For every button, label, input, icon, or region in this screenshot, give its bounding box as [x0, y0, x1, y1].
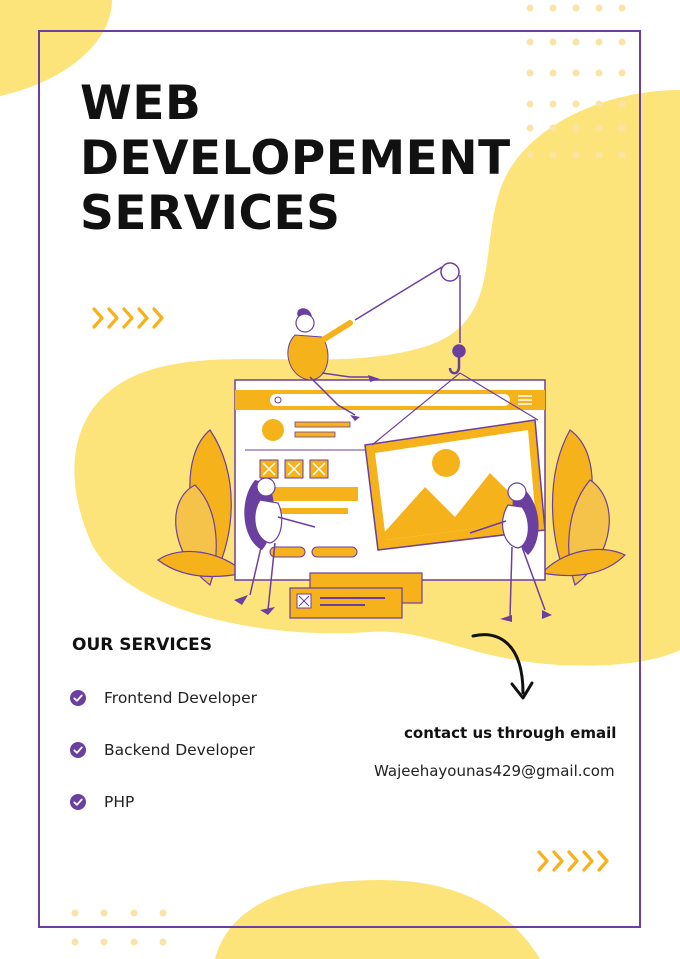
- title-line: WEB: [80, 76, 202, 131]
- list-item: PHP: [70, 776, 257, 828]
- services-list: Frontend Developer Backend Developer PHP: [70, 672, 257, 828]
- pulley-hook: [354, 262, 466, 375]
- chevron-arrows-icon: [537, 850, 609, 872]
- services-heading: OUR SERVICES: [72, 635, 213, 655]
- list-item: Frontend Developer: [70, 672, 257, 724]
- chevron-arrows-icon: [92, 307, 164, 329]
- page-title: WEB DEVELOPEMENT SERVICES: [80, 76, 511, 241]
- service-label: PHP: [104, 793, 135, 811]
- person-left: [234, 477, 316, 615]
- service-label: Backend Developer: [104, 741, 255, 759]
- check-circle-icon: [70, 794, 86, 810]
- contact-email[interactable]: Wajeehayounas429@gmail.com: [374, 762, 615, 780]
- check-circle-icon: [70, 742, 86, 758]
- service-label: Frontend Developer: [104, 689, 258, 707]
- title-line: DEVELOPEMENT: [80, 131, 511, 186]
- leaves-right: [540, 429, 627, 586]
- bottom-cards: [289, 572, 423, 619]
- contact-heading: contact us through email: [404, 724, 617, 742]
- poster-frame: [38, 30, 641, 928]
- bottom-blob: [215, 880, 540, 959]
- check-circle-icon: [70, 690, 86, 706]
- dot-grid-bottom-left: [71, 909, 167, 946]
- person-right: [469, 482, 552, 622]
- list-item: Backend Developer: [70, 724, 257, 776]
- title-line: SERVICES: [80, 186, 341, 241]
- top-left-blob: [0, 0, 112, 96]
- web-developer-illustration: [156, 262, 627, 622]
- leaves-left: [156, 429, 247, 586]
- image-card: [364, 372, 546, 551]
- person-pulling: [287, 308, 380, 421]
- curved-arrow-icon: [471, 633, 534, 700]
- dot-grid-top-right: [526, 4, 626, 159]
